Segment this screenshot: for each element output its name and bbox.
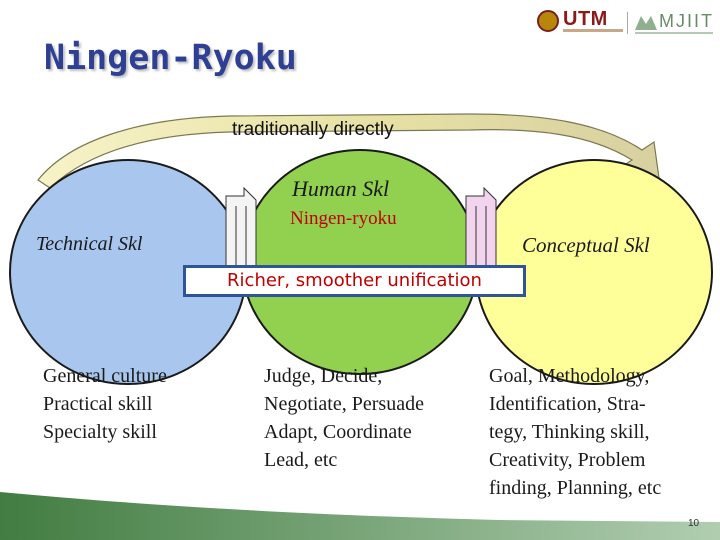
list-item: Identification, Stra- bbox=[489, 393, 646, 415]
list-item: finding, Planning, etc bbox=[489, 477, 662, 499]
utm-logo: UTM bbox=[563, 8, 608, 30]
list-item: Adapt, Coordinate bbox=[264, 421, 412, 443]
logo-separator bbox=[627, 12, 628, 34]
conceptual-skill-list: Goal, Methodology, Identification, Stra-… bbox=[489, 362, 661, 502]
right-connector-arrow bbox=[465, 186, 497, 269]
list-item: General culture bbox=[43, 365, 167, 387]
utm-seal-icon bbox=[537, 10, 559, 32]
banner-text: traditionally directly bbox=[232, 119, 394, 140]
left-connector-arrow bbox=[225, 186, 257, 269]
ningen-ryoku-label: Ningen-ryoku bbox=[290, 208, 397, 229]
list-item: Negotiate, Persuade bbox=[264, 393, 424, 415]
mjiit-logo: MJIIT bbox=[659, 11, 714, 31]
list-item: Judge, Decide, bbox=[264, 365, 383, 387]
list-item: Goal, Methodology, bbox=[489, 365, 650, 387]
unification-box: Richer, smoother unification bbox=[183, 265, 526, 297]
technical-skill-label: Technical Skl bbox=[36, 233, 143, 255]
slide-title: Ningen-Ryoku bbox=[44, 38, 297, 78]
human-skill-list: Judge, Decide, Negotiate, Persuade Adapt… bbox=[264, 362, 424, 474]
logo-area: UTM MJIIT bbox=[535, 8, 715, 38]
list-item: tegy, Thinking skill, bbox=[489, 421, 650, 443]
mjiit-mark-icon bbox=[635, 16, 657, 30]
mjiit-subtitle-bar bbox=[635, 32, 713, 34]
technical-skill-list: General culture Practical skill Specialt… bbox=[43, 362, 167, 446]
list-item: Lead, etc bbox=[264, 449, 338, 471]
list-item: Practical skill bbox=[43, 393, 153, 415]
list-item: Creativity, Problem bbox=[489, 449, 646, 471]
conceptual-skill-label: Conceptual Skl bbox=[522, 233, 650, 257]
bottom-bar bbox=[0, 492, 720, 540]
human-skill-label: Human Skl bbox=[292, 176, 390, 201]
utm-subtitle-bar bbox=[563, 29, 623, 32]
page-number: 10 bbox=[688, 518, 700, 529]
list-item: Specialty skill bbox=[43, 421, 157, 443]
